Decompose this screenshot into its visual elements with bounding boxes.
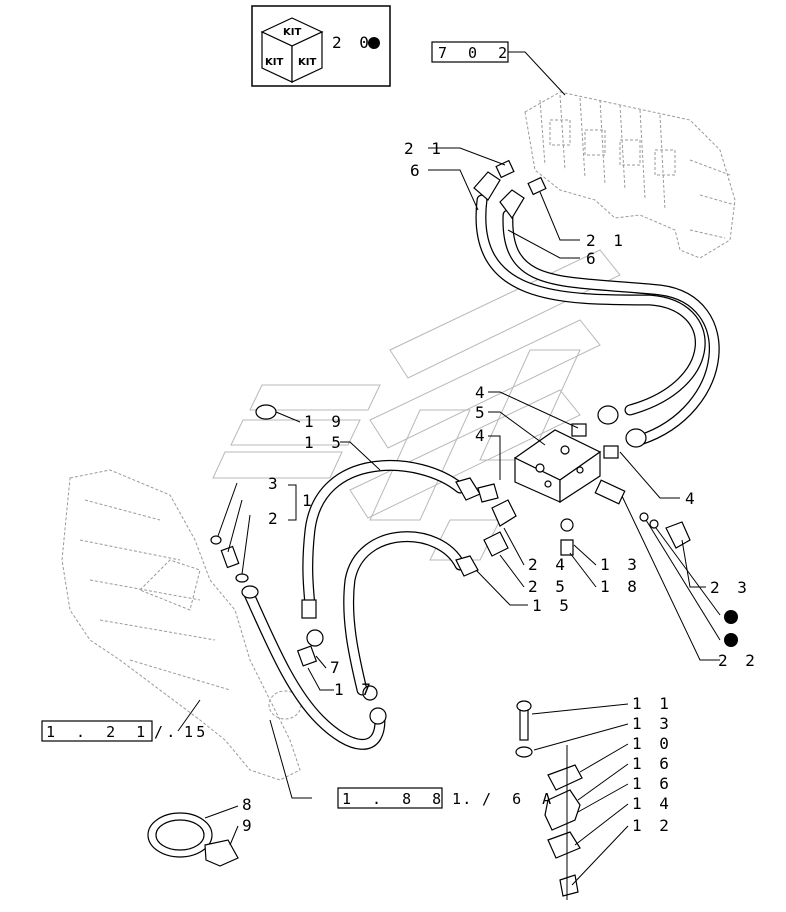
label-4c: 4 [685,489,699,508]
label-15b: 1 5 [532,596,573,615]
ref-box-188: 1 . 8 8 . 1 / 6 A [337,787,557,809]
kit-label-left: KIT [265,57,283,68]
plug-23 [665,521,691,549]
hose-end-upper [597,405,619,425]
clamp-kit [515,700,583,900]
label-25: 2 5 [528,577,569,596]
label-6a: 6 [410,161,424,180]
hose-end-lower [625,428,647,448]
elbow-fitting-6a [473,171,501,201]
adapter-4c [603,445,619,459]
label-18: 1 8 [600,577,641,596]
kit-dot-icon [368,37,380,49]
svg-text:/ 1: / 1 [154,723,199,741]
label-15a: 1 5 [304,433,345,452]
label-6b: 6 [586,249,600,268]
ref-box-702: 7 0 2 [431,41,513,63]
svg-text:1 . 2 1 . 5: 1 . 2 1 . 5 [46,723,211,741]
label-13b: 1 3 [632,714,673,733]
label-16a: 1 6 [632,754,673,773]
label-13a: 1 3 [600,555,641,574]
label-4b: 4 [475,426,489,445]
label-4a: 4 [475,383,489,402]
kit-label-right: KIT [298,57,316,68]
label-21a: 2 1 [404,139,445,158]
label-7: 7 [330,658,344,677]
label-24: 2 4 [528,555,569,574]
plate-14 [547,831,581,859]
label-10: 1 0 [632,734,673,753]
plate-10 [547,764,583,791]
adapter-21b [527,176,547,196]
elbow-fitting-6b [499,189,525,220]
label-21b: 2 1 [586,231,627,250]
washer-13 [515,746,533,758]
label-1: 1 [302,491,316,510]
kit-dot-icon-2 [724,633,738,647]
svg-text:1 / 6 A: 1 / 6 A [452,790,557,808]
control-valve-ghost [524,91,736,259]
svg-text:7 0 2: 7 0 2 [438,44,513,62]
nut-12 [559,874,579,897]
label-5: 5 [475,403,489,422]
clips [147,812,239,867]
clamp-16 [544,789,581,831]
hoses [242,194,720,750]
svg-text:1 . 8 8 .: 1 . 8 8 . [342,790,477,808]
label-14: 1 4 [632,794,673,813]
leader-lines [177,51,721,886]
block-fittings [455,477,691,577]
cap-19 [255,404,277,420]
upper-fittings [473,159,647,459]
ref-box-1215: 1 . 2 1 . 5 / 1 [41,720,211,742]
label-2: 2 [268,509,282,528]
label-9: 9 [242,816,256,835]
label-8: 8 [242,795,256,814]
label-23: 2 3 [710,578,751,597]
manifold-block [513,429,602,504]
part-labels: 2 1 6 2 1 6 1 9 1 5 4 5 4 4 3 1 2 2 4 1 … [242,139,759,835]
adapter-22 [594,479,626,505]
label-17: 1 7 [334,680,375,699]
label-19: 1 9 [304,412,345,431]
label-22: 2 2 [718,651,759,670]
kit-box: KIT KIT KIT 2 0 [251,5,391,87]
housing-fittings [210,404,387,725]
label-12: 1 2 [632,816,673,835]
label-16b: 1 6 [632,774,673,793]
kit-cube-icon: KIT KIT KIT [260,17,324,83]
kit-number: 2 0 [332,33,373,52]
kit-dot-icon-1 [724,610,738,624]
label-3: 3 [268,474,282,493]
kit-label-top: KIT [283,27,301,38]
label-11: 1 1 [632,694,673,713]
